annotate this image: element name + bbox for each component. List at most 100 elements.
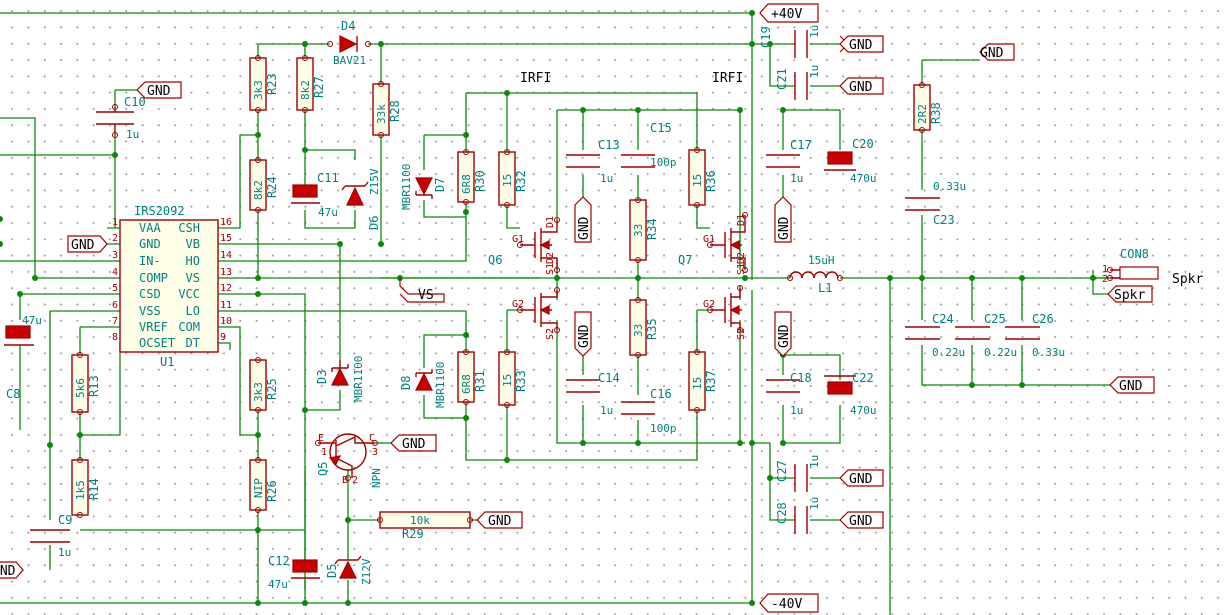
gnd-label: GND	[849, 514, 873, 529]
gnd-flag[interactable]	[67, 235, 108, 253]
gnd-flag[interactable]	[979, 43, 1015, 61]
capacitor-c18[interactable]	[766, 379, 800, 393]
capacitor-c12[interactable]	[292, 559, 318, 573]
diode-d8[interactable]	[415, 372, 433, 391]
pos-rail-flag[interactable]	[759, 3, 819, 23]
c11-value: 47u	[318, 206, 338, 219]
resistor-r25[interactable]	[249, 359, 267, 411]
neg-rail-flag[interactable]	[759, 593, 819, 613]
c18-value: 1u	[790, 404, 803, 417]
ic-pin-num: 15	[220, 233, 232, 244]
capacitor-c25[interactable]	[955, 326, 990, 340]
resistor-r27[interactable]	[296, 57, 314, 111]
diode-d3[interactable]	[331, 367, 349, 386]
r36-value: 15	[691, 174, 704, 187]
gnd-flag[interactable]	[839, 469, 884, 487]
resistor-r29[interactable]	[379, 511, 471, 529]
gnd-flag[interactable]	[839, 511, 884, 529]
capacitor-c19[interactable]	[794, 30, 808, 58]
ic-pin-num: 13	[220, 267, 232, 278]
ic-pin-name: VREF	[139, 320, 168, 334]
gnd-flag[interactable]	[839, 35, 884, 53]
capacitor-c27[interactable]	[794, 464, 808, 492]
mosfet-q6-low[interactable]: G2 S2	[512, 290, 558, 340]
resistor-r13[interactable]	[71, 354, 89, 413]
q7-g2-label: G2	[703, 299, 715, 310]
capacitor-c26[interactable]	[1005, 326, 1040, 340]
capacitor-c10[interactable]	[96, 107, 134, 135]
zener-d5[interactable]	[339, 560, 357, 579]
c21-value: 1u	[808, 65, 821, 78]
gnd-flag[interactable]	[136, 81, 182, 99]
capacitor-c23[interactable]	[905, 197, 940, 211]
resistor-r36[interactable]	[688, 149, 706, 206]
resistor-r38[interactable]	[913, 84, 931, 131]
resistor-r24[interactable]	[249, 159, 267, 211]
capacitor-c22[interactable]	[827, 381, 853, 395]
ic-pin-name: VB	[186, 237, 200, 251]
spkr-flag-label: Spkr	[1114, 288, 1145, 303]
ic-u1[interactable]: 1 2 3 4 5 6 7 8 16 15 14 13 12 11 10 9 V…	[112, 204, 232, 369]
capacitor-c13[interactable]	[566, 154, 600, 168]
mosfet-q6[interactable]: G1 D1 S1 D2 Q6 IRFI	[488, 71, 558, 275]
capacitor-c21[interactable]	[794, 72, 808, 100]
bjt-q5[interactable]: E 1 C 3 B 2 Q5 NPN	[316, 433, 383, 488]
vs-label: VS	[418, 288, 434, 303]
gnd-flag[interactable]	[774, 196, 792, 243]
gnd-flag[interactable]	[390, 434, 437, 452]
capacitor-c14[interactable]	[566, 379, 600, 393]
resistor-r28[interactable]	[372, 83, 390, 136]
resistor-r30[interactable]	[457, 151, 475, 203]
l1-value: 15uH	[808, 254, 835, 267]
resistor-r31[interactable]	[457, 351, 475, 403]
con8-pin2: 2	[1102, 274, 1108, 285]
capacitor-c16[interactable]	[621, 401, 655, 415]
capacitor-c8[interactable]	[5, 325, 31, 339]
vs-flag[interactable]	[399, 278, 445, 303]
gnd-flag[interactable]	[574, 196, 592, 243]
mosfet-q7-low[interactable]: G2 S2	[703, 288, 747, 340]
gnd-flag[interactable]	[774, 311, 792, 357]
resistor-r37[interactable]	[688, 351, 706, 411]
resistor-r33[interactable]	[498, 351, 516, 406]
c10-value: 1u	[126, 128, 139, 141]
gnd-flag[interactable]	[1109, 376, 1155, 394]
resistor-r26[interactable]	[249, 459, 267, 511]
resistor-r14[interactable]	[71, 459, 89, 516]
resistor-r32[interactable]	[498, 151, 516, 206]
d8-value: MBR1100	[434, 362, 447, 408]
capacitor-c20[interactable]	[827, 151, 853, 165]
c23-value: 0.33u	[933, 180, 966, 193]
c10-ref: C10	[124, 95, 146, 109]
r25-ref: R25	[265, 378, 279, 400]
resistor-r23[interactable]	[249, 57, 267, 111]
gnd-flag[interactable]	[839, 77, 884, 95]
capacitor-c17[interactable]	[766, 154, 800, 168]
c26-ref: C26	[1032, 312, 1054, 326]
spkr-flag[interactable]	[1107, 285, 1153, 303]
capacitor-c15[interactable]	[621, 154, 655, 168]
ic-pin-name: IN-	[139, 254, 161, 268]
resistor-r35[interactable]	[629, 299, 647, 356]
connector-con8[interactable]: 1 2 CON8 Spkr	[1102, 247, 1203, 287]
c17-value: 1u	[790, 172, 803, 185]
capacitor-c11[interactable]	[292, 184, 318, 198]
resistor-r34[interactable]	[629, 199, 647, 261]
r36-ref: R36	[704, 170, 718, 192]
ic-pin-num: 7	[112, 316, 118, 327]
zener-d6[interactable]	[346, 186, 364, 206]
gnd-flag[interactable]	[574, 311, 592, 357]
gnd-flag[interactable]	[476, 511, 523, 529]
diode-d7[interactable]	[415, 177, 433, 196]
d6-ref: D6	[367, 216, 381, 230]
q7-ref: Q7	[678, 253, 692, 267]
capacitor-c9[interactable]	[30, 529, 70, 543]
diode-d4[interactable]	[339, 35, 358, 53]
capacitor-c24[interactable]	[905, 326, 940, 340]
gnd-flag[interactable]	[0, 561, 24, 579]
inductor-l1[interactable]: 15uH L1	[789, 254, 839, 295]
c27-ref: C27	[775, 460, 789, 482]
capacitor-c28[interactable]	[794, 506, 808, 534]
mosfet-q7[interactable]: G1 D1 S1 D2 Q7 IRFI	[678, 71, 747, 275]
